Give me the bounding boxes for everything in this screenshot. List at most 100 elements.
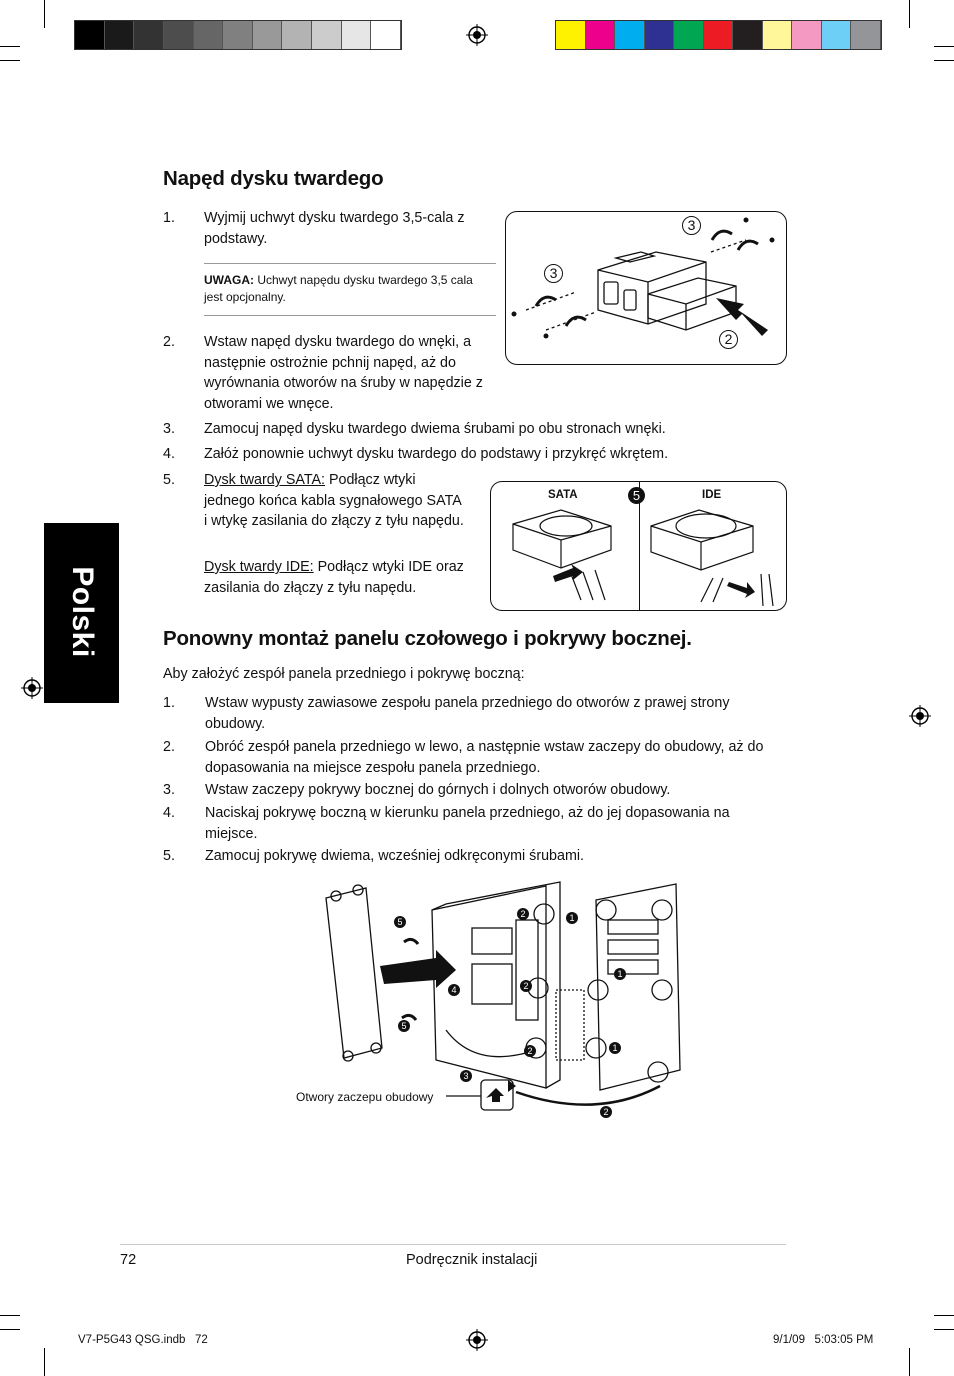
registration-mark-icon xyxy=(909,705,931,727)
note-text: Uchwyt napędu dysku twardego 3,5 cala je… xyxy=(204,273,473,304)
step-text: Wyjmij uchwyt dysku twardego 3,5-cala z … xyxy=(204,210,465,247)
ide-text: Podłącz wtyki IDE oraz zasilania do złąc… xyxy=(204,559,464,596)
step-number: 4. xyxy=(163,446,175,462)
crop-mark xyxy=(0,1315,20,1316)
color-swatch xyxy=(312,21,342,49)
step-text: Wstaw zaczepy pokrywy bocznej do górnych… xyxy=(205,782,671,798)
color-swatch xyxy=(134,21,164,49)
footer-rule xyxy=(120,1244,786,1245)
callout-badge: 5 xyxy=(394,916,406,928)
crop-mark xyxy=(44,0,45,28)
step-text: Załóż ponownie uchwyt dysku twardego do … xyxy=(204,446,669,462)
color-swatch xyxy=(371,21,401,49)
color-swatch xyxy=(341,21,372,49)
color-swatch xyxy=(282,21,313,49)
color-swatch xyxy=(75,21,105,49)
note-top-rule xyxy=(204,263,496,264)
step-number: 5. xyxy=(163,472,175,488)
step-number: 3. xyxy=(163,421,175,437)
slug-date: 9/1/09 5:03:05 PM xyxy=(773,1334,874,1346)
crop-mark xyxy=(0,1329,20,1330)
callout-badge: 4 xyxy=(448,984,460,996)
color-swatch xyxy=(674,21,704,49)
step-number: 4. xyxy=(163,805,175,821)
crop-mark xyxy=(0,46,20,47)
figure-caption: Otwory zaczepu obudowy xyxy=(296,1090,434,1104)
hdd-install-figure: 3 3 2 xyxy=(505,211,787,365)
callout-badge: 2 xyxy=(520,980,532,992)
color-swatch xyxy=(585,21,616,49)
callout-badge: 1 xyxy=(614,968,626,980)
note-box: UWAGA: Uchwyt napędu dysku twardego 3,5 … xyxy=(204,272,492,306)
color-swatch xyxy=(104,21,135,49)
language-side-tab: Polski xyxy=(44,523,119,703)
language-tab-label: Polski xyxy=(66,566,99,658)
sata-label: Dysk twardy SATA: xyxy=(204,472,326,488)
step-text-ide: Dysk twardy IDE: Podłącz wtyki IDE oraz … xyxy=(204,557,468,598)
crop-mark xyxy=(934,1315,954,1316)
step-text: Wstaw napęd dysku twardego do wnęki, a n… xyxy=(204,334,483,412)
crop-mark xyxy=(934,60,954,61)
color-swatch xyxy=(762,21,793,49)
callout-badge: 3 xyxy=(544,264,563,283)
step-number: 1. xyxy=(163,210,175,226)
step-text: Wstaw wypusty zawiasowe zespołu panela p… xyxy=(205,695,730,732)
color-swatch xyxy=(792,21,822,49)
registration-mark-icon xyxy=(466,1329,488,1351)
registration-mark-icon xyxy=(466,24,488,46)
callout-badge: 2 xyxy=(719,330,738,349)
step-number: 5. xyxy=(163,848,175,864)
callout-badge: 1 xyxy=(566,912,578,924)
color-swatch xyxy=(733,21,763,49)
step-text-sata: Dysk twardy SATA: Podłącz wtyki jednego … xyxy=(204,470,468,532)
hdd-cage-illustration xyxy=(511,217,775,339)
note-label: UWAGA: xyxy=(204,273,254,287)
section-title-panel: Ponowny montaż panelu czołowego i pokryw… xyxy=(163,627,692,650)
crop-mark xyxy=(0,60,20,61)
sata-ide-drive-illustration xyxy=(512,509,774,607)
process-color-bar xyxy=(555,20,882,50)
callout-badge: 3 xyxy=(682,216,701,235)
step-text: Zamocuj pokrywę dwiema, wcześniej odkręc… xyxy=(205,848,585,864)
color-swatch xyxy=(556,21,586,49)
callout-badge: 5 xyxy=(628,487,645,504)
ide-fig-label: IDE xyxy=(702,489,722,501)
sata-fig-label: SATA xyxy=(548,489,578,501)
section-intro: Aby założyć zespół panela przedniego i p… xyxy=(163,666,525,682)
hdd-cable-figure: SATA IDE 5 xyxy=(490,481,787,611)
step-number: 1. xyxy=(163,695,175,711)
color-swatch xyxy=(163,21,194,49)
ide-label: Dysk twardy IDE: xyxy=(204,559,314,575)
step-text: Zamocuj napęd dysku twardego dwiema śrub… xyxy=(204,421,666,437)
color-swatch xyxy=(223,21,253,49)
callout-badge: 2 xyxy=(524,1045,536,1057)
section-title-hdd: Napęd dysku twardego xyxy=(163,167,384,190)
callout-badge: 1 xyxy=(609,1042,621,1054)
color-swatch xyxy=(703,21,734,49)
registration-mark-icon xyxy=(21,677,43,699)
sata-text: Podłącz wtyki jednego końca kabla sygnał… xyxy=(204,472,464,530)
callout-badge: 5 xyxy=(398,1020,410,1032)
callout-badge: 2 xyxy=(517,908,529,920)
color-swatch xyxy=(644,21,675,49)
footer-title: Podręcznik instalacji xyxy=(406,1252,538,1268)
callout-badge: 2 xyxy=(600,1106,612,1118)
color-swatch xyxy=(252,21,283,49)
case-assembly-illustration xyxy=(325,881,681,1111)
color-swatch xyxy=(851,21,881,49)
figure-divider xyxy=(639,482,640,610)
crop-mark xyxy=(44,1348,45,1376)
color-swatch xyxy=(615,21,645,49)
callout-badge: 3 xyxy=(460,1070,472,1082)
crop-mark xyxy=(934,46,954,47)
case-assembly-figure: 5 2 1 1 4 2 5 2 1 3 2 Otwory zaczepu obudowy xyxy=(296,880,696,1130)
crop-mark xyxy=(909,1348,910,1376)
step-number: 2. xyxy=(163,739,175,755)
color-swatch xyxy=(821,21,852,49)
step-text: Obróć zespół panela przedniego w lewo, a… xyxy=(205,739,764,776)
step-number: 3. xyxy=(163,782,175,798)
step-number: 2. xyxy=(163,334,175,350)
step-text: Naciskaj pokrywę boczną w kierunku panel… xyxy=(205,805,730,842)
note-bottom-rule xyxy=(204,315,496,316)
slug-file: V7-P5G43 QSG.indb 72 xyxy=(78,1334,208,1346)
